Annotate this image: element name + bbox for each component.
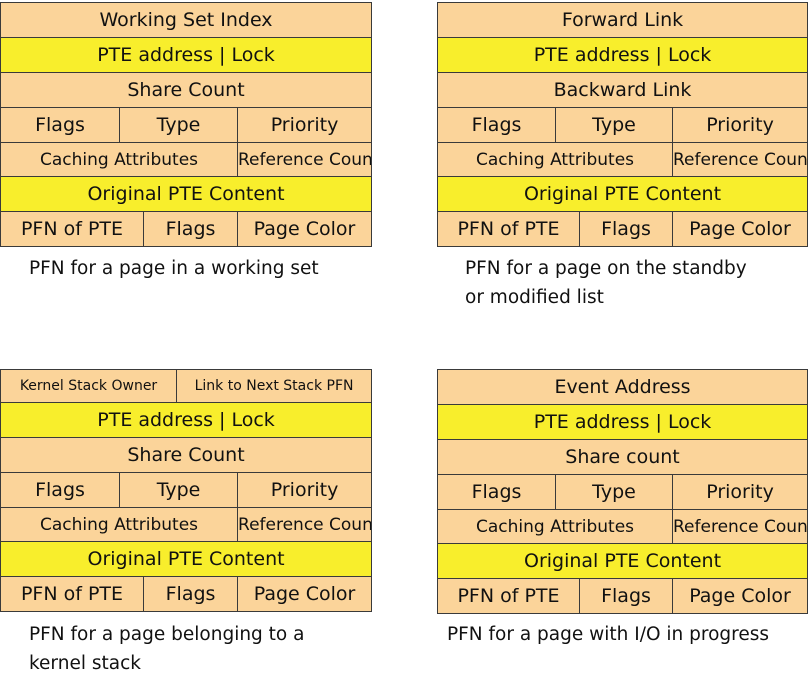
table-row: Share Count: [0, 72, 373, 108]
field-working-set-index: Working Set Index: [0, 2, 373, 38]
table-row: Original PTE Content: [0, 176, 373, 212]
field-pte-address-lock: PTE address | Lock: [436, 404, 808, 440]
table-row: Flags Type Priority: [0, 472, 373, 508]
diagram-caption: PFN for a page on the standby or modifie…: [465, 258, 747, 308]
table-row: Original PTE Content: [436, 543, 808, 579]
field-pte-address-lock: PTE address | Lock: [0, 402, 373, 438]
field-type: Type: [555, 107, 673, 143]
field-pfn-of-pte: PFN of PTE: [0, 211, 144, 247]
pfn-structure-table: Event Address PTE address | Lock Share c…: [436, 369, 808, 614]
field-share-count: Share Count: [0, 437, 373, 473]
field-page-color: Page Color: [237, 576, 373, 612]
table-row: Flags Type Priority: [437, 474, 808, 510]
table-row: PTE address | Lock: [436, 404, 808, 440]
field-reference-count: Reference Count: [671, 509, 808, 544]
diagram-caption: PFN for a page with I/O in progress: [447, 624, 770, 645]
table-row: Original PTE Content: [0, 541, 373, 577]
table-row: PFN of PTE Flags Page Color: [0, 211, 373, 247]
field-page-color: Page Color: [671, 211, 808, 247]
field-flags: Flags: [143, 211, 238, 247]
field-caching-attributes: Caching Attributes: [437, 509, 673, 544]
field-original-pte-content: Original PTE Content: [0, 176, 373, 212]
table-row: Kernel Stack Owner Link to Next Stack PF…: [0, 369, 373, 403]
field-pte-address-lock: PTE address | Lock: [436, 37, 808, 73]
table-row: Caching Attributes Reference Count: [437, 509, 808, 544]
pfn-structure-table: Working Set Index PTE address | Lock Sha…: [0, 2, 373, 247]
field-share-count: Share Count: [0, 72, 373, 108]
field-priority: Priority: [671, 107, 808, 143]
field-flags: Flags: [0, 472, 120, 508]
diagram-caption: PFN for a page in a working set: [29, 258, 319, 279]
pfn-structure-table: Forward Link PTE address | Lock Backward…: [436, 2, 808, 247]
table-row: Caching Attributes Reference Count: [0, 142, 373, 177]
table-row: Flags Type Priority: [437, 107, 808, 143]
field-page-color: Page Color: [671, 578, 808, 614]
field-flags: Flags: [0, 107, 120, 143]
table-row: Forward Link: [436, 2, 808, 38]
field-type: Type: [555, 474, 673, 510]
pfn-diagram-working-set: Working Set Index PTE address | Lock Sha…: [0, 2, 373, 247]
pfn-diagram-standby-modified: Forward Link PTE address | Lock Backward…: [436, 2, 808, 247]
pfn-structure-table: Kernel Stack Owner Link to Next Stack PF…: [0, 369, 373, 612]
field-event-address: Event Address: [436, 369, 808, 405]
field-priority: Priority: [671, 474, 808, 510]
field-caching-attributes: Caching Attributes: [0, 507, 239, 542]
field-forward-link: Forward Link: [436, 2, 808, 38]
table-row: PFN of PTE Flags Page Color: [0, 576, 373, 612]
field-reference-count: Reference Count: [236, 142, 373, 177]
table-row: Share Count: [0, 437, 373, 473]
diagram-caption: PFN for a page belonging to a kernel sta…: [29, 624, 305, 674]
field-flags: Flags: [437, 107, 556, 143]
table-row: PFN of PTE Flags Page Color: [437, 211, 808, 247]
field-page-color: Page Color: [236, 211, 373, 247]
table-row: Caching Attributes Reference Count: [0, 507, 373, 542]
field-kernel-stack-owner: Kernel Stack Owner: [0, 369, 178, 403]
field-caching-attributes: Caching Attributes: [437, 142, 673, 177]
field-type: Type: [119, 107, 238, 143]
field-type: Type: [118, 472, 239, 508]
table-row: Flags Type Priority: [0, 107, 373, 143]
table-row: PTE address | Lock: [0, 402, 373, 438]
field-original-pte-content: Original PTE Content: [436, 176, 808, 212]
table-row: PTE address | Lock: [436, 37, 808, 73]
table-row: PTE address | Lock: [0, 37, 373, 73]
table-row: Caching Attributes Reference Count: [437, 142, 808, 177]
field-share-count: Share count: [436, 439, 808, 475]
pfn-diagram-io-in-progress: Event Address PTE address | Lock Share c…: [436, 369, 808, 614]
table-row: Event Address: [436, 369, 808, 405]
field-flags: Flags: [437, 474, 556, 510]
field-priority: Priority: [236, 107, 373, 143]
field-reference-count: Reference Count: [237, 507, 373, 542]
field-flags: Flags: [579, 578, 673, 614]
field-backward-link: Backward Link: [436, 72, 808, 108]
table-row: PFN of PTE Flags Page Color: [437, 578, 808, 614]
field-original-pte-content: Original PTE Content: [436, 543, 808, 579]
field-flags: Flags: [142, 576, 239, 612]
table-row: Original PTE Content: [436, 176, 808, 212]
table-row: Working Set Index: [0, 2, 373, 38]
field-pte-address-lock: PTE address | Lock: [0, 37, 373, 73]
field-pfn-of-pte: PFN of PTE: [0, 576, 144, 612]
field-pfn-of-pte: PFN of PTE: [437, 211, 580, 247]
field-caching-attributes: Caching Attributes: [0, 142, 238, 177]
field-priority: Priority: [237, 472, 373, 508]
table-row: Share count: [436, 439, 808, 475]
field-pfn-of-pte: PFN of PTE: [437, 578, 580, 614]
field-reference-count: Reference Count: [671, 142, 808, 177]
field-original-pte-content: Original PTE Content: [0, 541, 373, 577]
field-flags: Flags: [579, 211, 673, 247]
pfn-diagram-kernel-stack: Kernel Stack Owner Link to Next Stack PF…: [0, 369, 373, 612]
table-row: Backward Link: [436, 72, 808, 108]
field-link-to-next-stack-pfn: Link to Next Stack PFN: [176, 369, 373, 403]
